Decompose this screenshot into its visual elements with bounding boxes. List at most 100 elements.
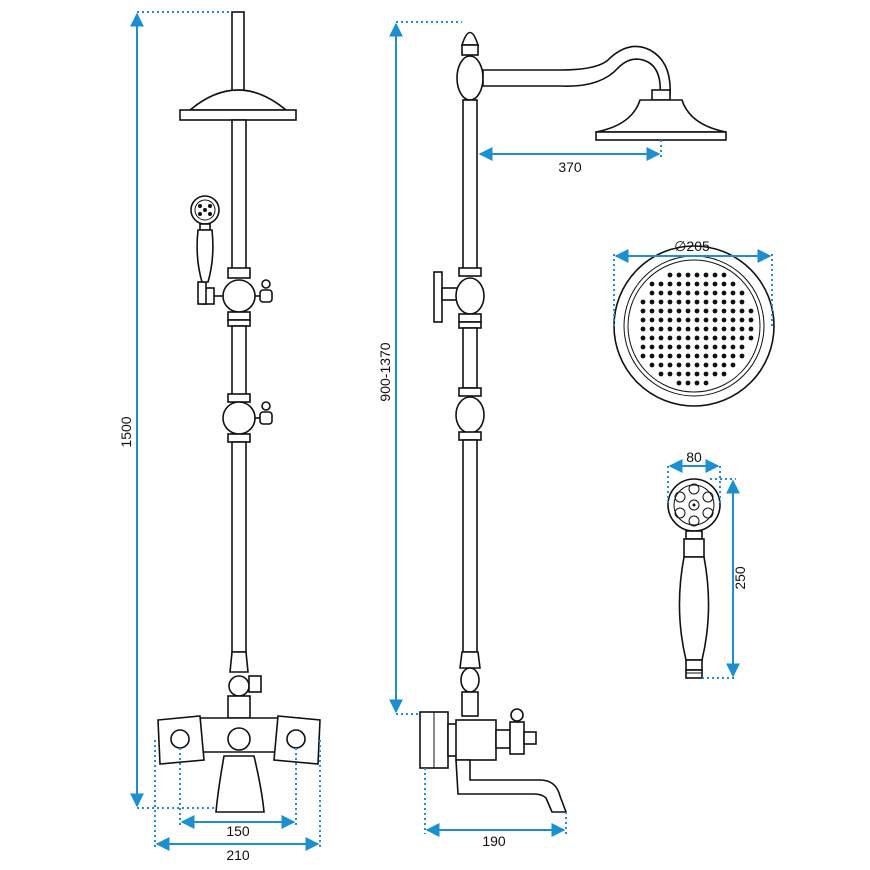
nozzle-hole [739, 344, 745, 350]
dimension-arm-reach: 370 [478, 140, 662, 175]
nozzle-hole [658, 335, 664, 341]
dimension-total-height: 1500 [118, 11, 232, 809]
nozzle-hole [721, 299, 727, 305]
nozzle-hole [703, 299, 709, 305]
nozzle-hole [712, 272, 718, 278]
total-height-label: 1500 [118, 416, 134, 447]
nozzle-hole [676, 290, 682, 296]
dimension-inlet-spacing: 150 [179, 748, 297, 839]
nozzle-hole [694, 281, 700, 287]
nozzle-hole [649, 353, 655, 359]
dimension-mixer-width: 210 [154, 740, 321, 863]
nozzle-hole [730, 290, 736, 296]
nozzle-hole [658, 308, 664, 314]
nozzle-hole [640, 344, 646, 350]
nozzle-hole [721, 308, 727, 314]
nozzle-hole [658, 362, 664, 368]
nozzle-hole [685, 380, 691, 386]
nozzle-hole [685, 317, 691, 323]
nozzle-hole [658, 290, 664, 296]
nozzle-hole [712, 299, 718, 305]
nozzle-hole [712, 362, 718, 368]
nozzle-hole [730, 299, 736, 305]
dimension-handset-length: 250 [702, 478, 748, 679]
dimension-handset-width: 80 [667, 449, 721, 504]
nozzle-hole [694, 362, 700, 368]
nozzle-hole [667, 299, 673, 305]
nozzle-hole [748, 326, 754, 332]
nozzle-hole [685, 353, 691, 359]
nozzle-hole [676, 380, 682, 386]
nozzle-hole [712, 308, 718, 314]
nozzle-hole [694, 353, 700, 359]
nozzle-hole [685, 344, 691, 350]
nozzle-hole [730, 317, 736, 323]
nozzle-hole [676, 362, 682, 368]
nozzle-hole [712, 281, 718, 287]
nozzle-hole [649, 308, 655, 314]
nozzle-hole [721, 353, 727, 359]
nozzle-hole [658, 371, 664, 377]
nozzle-hole [667, 272, 673, 278]
nozzle-hole [694, 371, 700, 377]
dimension-head-diameter: ∅205 [613, 238, 773, 328]
nozzle-hole [712, 317, 718, 323]
nozzle-hole [694, 344, 700, 350]
nozzle-hole [739, 317, 745, 323]
nozzle-hole [712, 344, 718, 350]
nozzle-hole [649, 335, 655, 341]
nozzle-hole [640, 326, 646, 332]
nozzle-hole [721, 362, 727, 368]
handset-spray-rosettes [674, 483, 714, 527]
nozzle-hole [667, 371, 673, 377]
nozzle-hole [658, 317, 664, 323]
nozzle-hole [721, 290, 727, 296]
nozzle-hole [649, 281, 655, 287]
nozzle-hole [667, 290, 673, 296]
nozzle-hole [694, 380, 700, 386]
nozzle-hole [703, 290, 709, 296]
nozzle-hole [658, 281, 664, 287]
nozzle-hole [640, 299, 646, 305]
nozzle-hole [694, 272, 700, 278]
handset-width-label: 80 [686, 449, 702, 465]
nozzle-hole [667, 308, 673, 314]
nozzle-hole [694, 326, 700, 332]
nozzle-hole [739, 335, 745, 341]
nozzle-hole [667, 317, 673, 323]
nozzle-hole [685, 281, 691, 287]
head-diameter-label: ∅205 [674, 238, 710, 254]
nozzle-hole [676, 335, 682, 341]
nozzle-hole [667, 326, 673, 332]
nozzle-hole [649, 290, 655, 296]
mixer-width-label: 210 [226, 847, 250, 863]
nozzle-hole [694, 317, 700, 323]
nozzle-hole [676, 326, 682, 332]
nozzle-hole [676, 344, 682, 350]
nozzle-hole [721, 326, 727, 332]
nozzle-hole [703, 371, 709, 377]
nozzle-hole [640, 317, 646, 323]
nozzle-hole [658, 353, 664, 359]
nozzle-hole [676, 299, 682, 305]
dimension-spout-reach: 190 [424, 768, 567, 849]
nozzle-hole [703, 362, 709, 368]
nozzle-hole [721, 344, 727, 350]
nozzle-hole [730, 353, 736, 359]
nozzle-hole [649, 299, 655, 305]
nozzle-hole [676, 308, 682, 314]
nozzle-hole [739, 290, 745, 296]
nozzle-hole [721, 371, 727, 377]
nozzle-hole [685, 290, 691, 296]
inlet-spacing-label: 150 [226, 823, 250, 839]
nozzle-hole [703, 344, 709, 350]
side-view-drawing [419, 31, 727, 813]
nozzle-hole [685, 335, 691, 341]
front-right-handle [273, 715, 321, 765]
nozzle-hole [730, 362, 736, 368]
nozzle-hole [703, 308, 709, 314]
nozzle-hole [649, 317, 655, 323]
nozzle-hole [676, 281, 682, 287]
nozzle-hole [712, 371, 718, 377]
nozzle-hole [730, 326, 736, 332]
